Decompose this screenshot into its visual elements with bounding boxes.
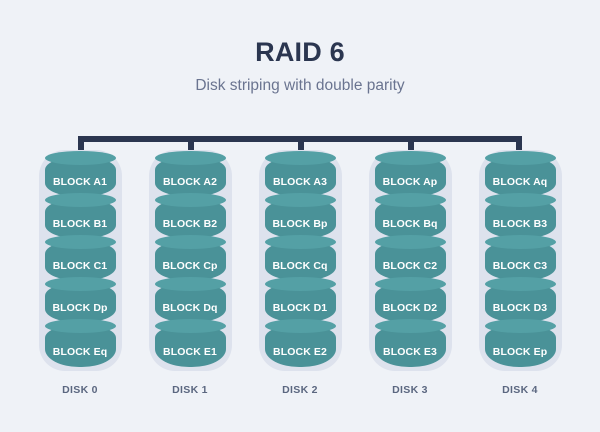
block-label: BLOCK A1 (52, 176, 108, 188)
cylinder-top-icon (154, 277, 226, 291)
block-cylinder[interactable]: BLOCK B3 (484, 193, 556, 239)
page-subtitle: Disk striping with double parity (195, 77, 405, 94)
block-cylinder[interactable]: BLOCK D2 (374, 277, 446, 323)
cylinder-top-icon (484, 151, 556, 165)
cylinder-top-icon (154, 235, 226, 249)
cylinder-top-icon (374, 235, 446, 249)
block-label: BLOCK Aq (492, 176, 548, 188)
block-label: BLOCK E3 (383, 346, 437, 358)
block-cylinder[interactable]: BLOCK Bq (374, 193, 446, 239)
diagram-header: RAID 6 Disk striping with double parity (0, 0, 600, 95)
block-label: BLOCK C1 (52, 260, 108, 272)
cylinder-top-icon (484, 277, 556, 291)
cylinder-top-icon (374, 277, 446, 291)
block-cylinder[interactable]: BLOCK Eq (44, 319, 116, 367)
block-cylinder[interactable]: BLOCK D1 (264, 277, 336, 323)
cylinder-top-icon (484, 319, 556, 333)
cylinder-top-icon (264, 151, 336, 165)
cylinder-top-icon (264, 235, 336, 249)
block-label: BLOCK A3 (272, 176, 328, 188)
cylinder-top-icon (154, 319, 226, 333)
block-label: BLOCK Bp (272, 218, 328, 230)
block-stack: BLOCK A1 BLOCK B1 BLOCK C1 BLOCK Dp BLOCK Eq (44, 151, 116, 368)
cylinder-top-icon (44, 151, 116, 165)
block-stack: BLOCK A3 BLOCK Bp BLOCK Cq BLOCK D1 BLOCK E2 (264, 151, 336, 368)
cylinder-top-icon (374, 319, 446, 333)
block-label: BLOCK Ep (492, 346, 548, 358)
block-label: BLOCK E1 (163, 346, 217, 358)
block-label: BLOCK Dp (52, 302, 108, 314)
cylinder-top-icon (44, 193, 116, 207)
cylinder-top-icon (484, 193, 556, 207)
cylinder-top-icon (484, 235, 556, 249)
cylinder-top-icon (154, 151, 226, 165)
disk-label-0: DISK 0 (62, 384, 98, 396)
disk-array: BLOCK A1 BLOCK B1 BLOCK C1 BLOCK Dp BLOCK Eq… (0, 150, 600, 400)
block-cylinder[interactable]: BLOCK Dp (44, 277, 116, 323)
block-label: BLOCK D2 (382, 302, 438, 314)
block-cylinder[interactable]: BLOCK Bp (264, 193, 336, 239)
block-stack: BLOCK Ap BLOCK Bq BLOCK C2 BLOCK D2 BLOCK E3 (374, 151, 446, 368)
block-label: BLOCK B1 (52, 218, 108, 230)
block-label: BLOCK Dq (162, 302, 218, 314)
cylinder-top-icon (264, 319, 336, 333)
block-cylinder[interactable]: BLOCK A3 (264, 151, 336, 197)
block-cylinder[interactable]: BLOCK C1 (44, 235, 116, 281)
cylinder-top-icon (264, 193, 336, 207)
block-stack: BLOCK Aq BLOCK B3 BLOCK C3 BLOCK D3 BLOCK Ep (484, 151, 556, 368)
block-label: BLOCK B2 (162, 218, 218, 230)
block-cylinder[interactable]: BLOCK C3 (484, 235, 556, 281)
page-title: RAID 6 (255, 37, 345, 67)
disk-label-4: DISK 4 (502, 384, 538, 396)
disk-column-0[interactable]: BLOCK A1 BLOCK B1 BLOCK C1 BLOCK Dp BLOCK Eq… (38, 150, 122, 400)
block-cylinder[interactable]: BLOCK E3 (374, 319, 446, 367)
block-stack: BLOCK A2 BLOCK B2 BLOCK Cp BLOCK Dq BLOCK E1 (154, 151, 226, 368)
block-label: BLOCK A2 (162, 176, 218, 188)
cylinder-top-icon (154, 193, 226, 207)
block-cylinder[interactable]: BLOCK Dq (154, 277, 226, 323)
block-label: BLOCK Cp (162, 260, 218, 272)
block-label: BLOCK Ap (382, 176, 438, 188)
disk-label-2: DISK 2 (282, 384, 318, 396)
block-cylinder[interactable]: BLOCK Ep (484, 319, 556, 367)
cylinder-top-icon (374, 193, 446, 207)
block-cylinder[interactable]: BLOCK E1 (154, 319, 226, 367)
block-label: BLOCK C2 (382, 260, 438, 272)
block-label: BLOCK C3 (492, 260, 548, 272)
block-label: BLOCK Eq (52, 346, 108, 358)
disk-label-3: DISK 3 (392, 384, 428, 396)
block-label: BLOCK D3 (492, 302, 548, 314)
block-cylinder[interactable]: BLOCK Cq (264, 235, 336, 281)
block-cylinder[interactable]: BLOCK Aq (484, 151, 556, 197)
block-cylinder[interactable]: BLOCK D3 (484, 277, 556, 323)
block-cylinder[interactable]: BLOCK A2 (154, 151, 226, 197)
disk-column-4[interactable]: BLOCK Aq BLOCK B3 BLOCK C3 BLOCK D3 BLOCK Ep… (478, 150, 562, 400)
block-label: BLOCK Cq (272, 260, 328, 272)
block-label: BLOCK Bq (382, 218, 438, 230)
block-cylinder[interactable]: BLOCK B1 (44, 193, 116, 239)
block-label: BLOCK E2 (273, 346, 327, 358)
cylinder-top-icon (44, 319, 116, 333)
cylinder-top-icon (374, 151, 446, 165)
block-cylinder[interactable]: BLOCK Ap (374, 151, 446, 197)
disk-label-1: DISK 1 (172, 384, 208, 396)
block-cylinder[interactable]: BLOCK E2 (264, 319, 336, 367)
disk-column-3[interactable]: BLOCK Ap BLOCK Bq BLOCK C2 BLOCK D2 BLOCK E3… (368, 150, 452, 400)
block-cylinder[interactable]: BLOCK C2 (374, 235, 446, 281)
cylinder-top-icon (44, 277, 116, 291)
cylinder-top-icon (264, 277, 336, 291)
block-label: BLOCK D1 (272, 302, 328, 314)
block-label: BLOCK B3 (492, 218, 548, 230)
cylinder-top-icon (44, 235, 116, 249)
block-cylinder[interactable]: BLOCK B2 (154, 193, 226, 239)
block-cylinder[interactable]: BLOCK Cp (154, 235, 226, 281)
disk-column-1[interactable]: BLOCK A2 BLOCK B2 BLOCK Cp BLOCK Dq BLOCK E1… (148, 150, 232, 400)
block-cylinder[interactable]: BLOCK A1 (44, 151, 116, 197)
disk-column-2[interactable]: BLOCK A3 BLOCK Bp BLOCK Cq BLOCK D1 BLOCK E2… (258, 150, 342, 400)
